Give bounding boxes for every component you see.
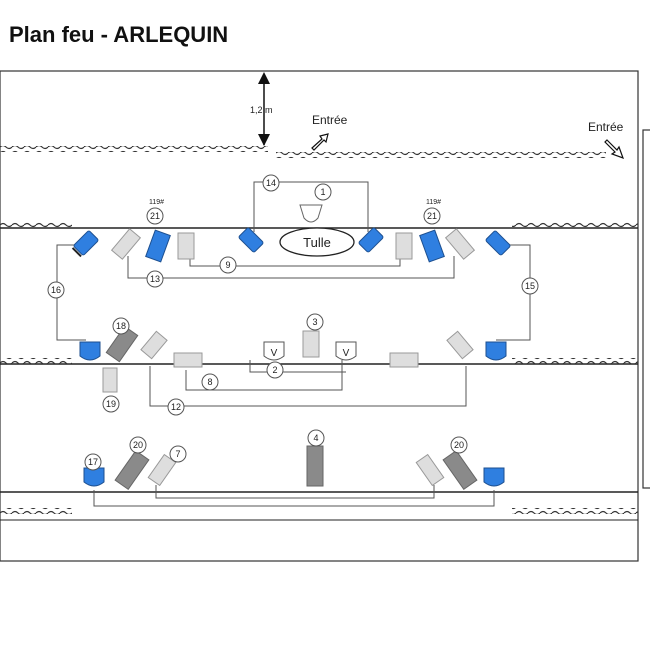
fixture-grey-profile <box>105 325 139 363</box>
side-panel <box>642 129 650 489</box>
fixture-blue-profile <box>485 230 511 256</box>
circuit-13: 13 <box>150 274 160 284</box>
leg-wave <box>0 222 72 228</box>
circuit-12: 12 <box>171 402 181 412</box>
fixture-light-profile <box>140 330 168 360</box>
entrance-arrow-left-icon <box>311 133 329 151</box>
svg-text:V: V <box>271 348 278 359</box>
leg-wave <box>512 508 638 514</box>
entrance-arrow-right-icon <box>604 139 625 160</box>
circuit-15: 15 <box>525 281 535 291</box>
fixture-light-profile <box>395 232 413 260</box>
fixture-blue-par <box>83 467 105 487</box>
circuit-lines <box>56 181 531 507</box>
fixture-blue-profile <box>358 227 384 253</box>
entrance-label-right: Entrée <box>588 120 624 134</box>
fixture-blue-profile <box>145 229 171 263</box>
leg-wave <box>512 358 638 364</box>
circuit-21: 21 <box>427 211 437 221</box>
entrance-label-left: Entrée <box>312 113 348 127</box>
leg-wave <box>0 508 72 514</box>
curtain-front-left <box>0 146 268 152</box>
fixture-light-profile <box>173 352 203 368</box>
circuit-16: 16 <box>51 285 61 295</box>
circuit-7: 7 <box>175 449 180 459</box>
fixture-v-par: V <box>263 341 285 361</box>
fixture-blue-par <box>79 341 101 361</box>
curtain-front-right <box>276 152 606 158</box>
fixture-v-par: V <box>335 341 357 361</box>
circuit-19: 19 <box>106 399 116 409</box>
fixture-blue-par <box>483 467 505 487</box>
circuit-2: 2 <box>272 365 277 375</box>
fixture-light-profile <box>102 367 118 393</box>
circuit-labels: 1 2 3 4 7 8 9 12 13 14 15 16 17 18 19 20 <box>47 174 539 471</box>
dimension-arrow <box>258 72 270 146</box>
tulle-ellipse <box>279 227 355 257</box>
page-title: Plan feu - ARLEQUIN <box>9 22 229 47</box>
dimension-label: 1,2 m <box>250 105 273 115</box>
circuit-20: 20 <box>454 440 464 450</box>
fixture-grey-profile <box>306 445 324 487</box>
stage-frame <box>0 70 639 562</box>
fixture-light-profile <box>177 232 195 260</box>
circuit-3: 3 <box>312 317 317 327</box>
leg-wave <box>0 358 72 364</box>
tulle-label: Tulle <box>303 235 331 250</box>
fixture-blue-profile <box>238 227 264 253</box>
fixture-blue-par <box>485 341 507 361</box>
fixture-light-profile <box>444 228 476 260</box>
fixture-fresnel-top <box>299 204 323 223</box>
circuit-21: 21 <box>150 211 160 221</box>
fixture-blue-profile <box>419 229 445 263</box>
fixture-light-profile <box>110 228 142 260</box>
fixture-light-profile <box>446 330 474 360</box>
gel-code: 119# <box>426 199 441 206</box>
fixture-light-profile <box>415 453 445 487</box>
circuit-4: 4 <box>313 433 318 443</box>
gel-code: 119# <box>149 199 164 206</box>
fixture-grey-profile <box>442 449 478 491</box>
fixture-grey-profile <box>114 449 150 491</box>
circuit-1: 1 <box>320 187 325 197</box>
fixture-light-profile <box>389 352 419 368</box>
fixture-light-profile <box>302 330 320 358</box>
svg-text:V: V <box>343 348 350 359</box>
circuit-18: 18 <box>116 321 126 331</box>
circuit-9: 9 <box>225 260 230 270</box>
circuit-20: 20 <box>133 440 143 450</box>
fixture-light-profile <box>147 453 177 487</box>
circuit-17: 17 <box>88 457 98 467</box>
circuit-14: 14 <box>266 178 276 188</box>
circuit-8: 8 <box>207 377 212 387</box>
fixture-blue-profile <box>71 230 99 258</box>
leg-wave <box>512 222 638 228</box>
